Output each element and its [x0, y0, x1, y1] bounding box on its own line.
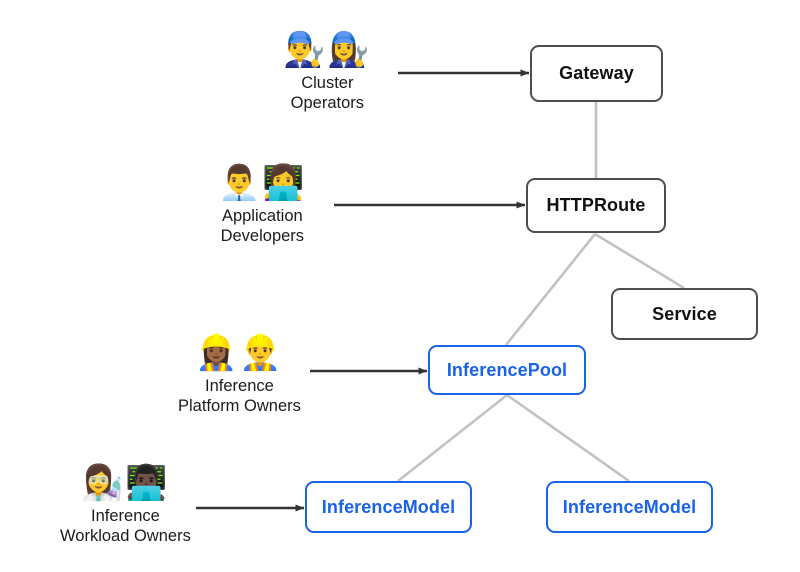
inference-workload-owners-icons: 👩‍🔬👨🏿‍💻 [81, 463, 170, 503]
node-inferencemodel-2[interactable]: InferenceModel [546, 481, 713, 533]
node-service[interactable]: Service [611, 288, 758, 340]
actor-inference-workload-owners: 👩‍🔬👨🏿‍💻 Inference Workload Owners [60, 463, 191, 546]
actor-inference-platform-owners: 👷🏾‍♀️👷‍♂️ Inference Platform Owners [178, 333, 301, 416]
node-inferencepool-label: InferencePool [446, 359, 568, 380]
actor-application-developers: 👨‍💼👩‍💻 Application Developers [218, 163, 307, 246]
actor-cluster-operators: 👨‍🔧👩‍🔧 Cluster Operators [283, 30, 372, 113]
edge-httproute-inferencepool [504, 233, 597, 346]
inference-platform-owners-label: Inference Platform Owners [178, 377, 301, 415]
node-inferencemodel-1-label: InferenceModel [321, 496, 456, 517]
node-inferencemodel-1[interactable]: InferenceModel [305, 481, 472, 533]
inference-platform-owners-icons: 👷🏾‍♀️👷‍♂️ [195, 333, 284, 373]
node-inferencemodel-2-label: InferenceModel [562, 496, 697, 517]
edge-httproute-service [594, 232, 685, 290]
edge-inferencepool-inferencemodel-1 [397, 393, 508, 483]
node-httproute-label: HTTPRoute [546, 195, 646, 215]
node-gateway-label: Gateway [559, 63, 634, 83]
application-developers-icons: 👨‍💼👩‍💻 [218, 163, 307, 203]
node-gateway[interactable]: Gateway [530, 45, 663, 102]
edge-inferencepool-inferencemodel-2 [506, 393, 630, 483]
cluster-operators-icons: 👨‍🔧👩‍🔧 [283, 30, 372, 70]
cluster-operators-label: Cluster Operators [290, 74, 365, 112]
node-service-label: Service [652, 303, 717, 324]
inference-workload-owners-label: Inference Workload Owners [60, 507, 191, 545]
node-inferencepool[interactable]: InferencePool [428, 345, 586, 395]
node-httproute[interactable]: HTTPRoute [526, 178, 666, 233]
application-developers-label: Application Developers [220, 207, 305, 245]
